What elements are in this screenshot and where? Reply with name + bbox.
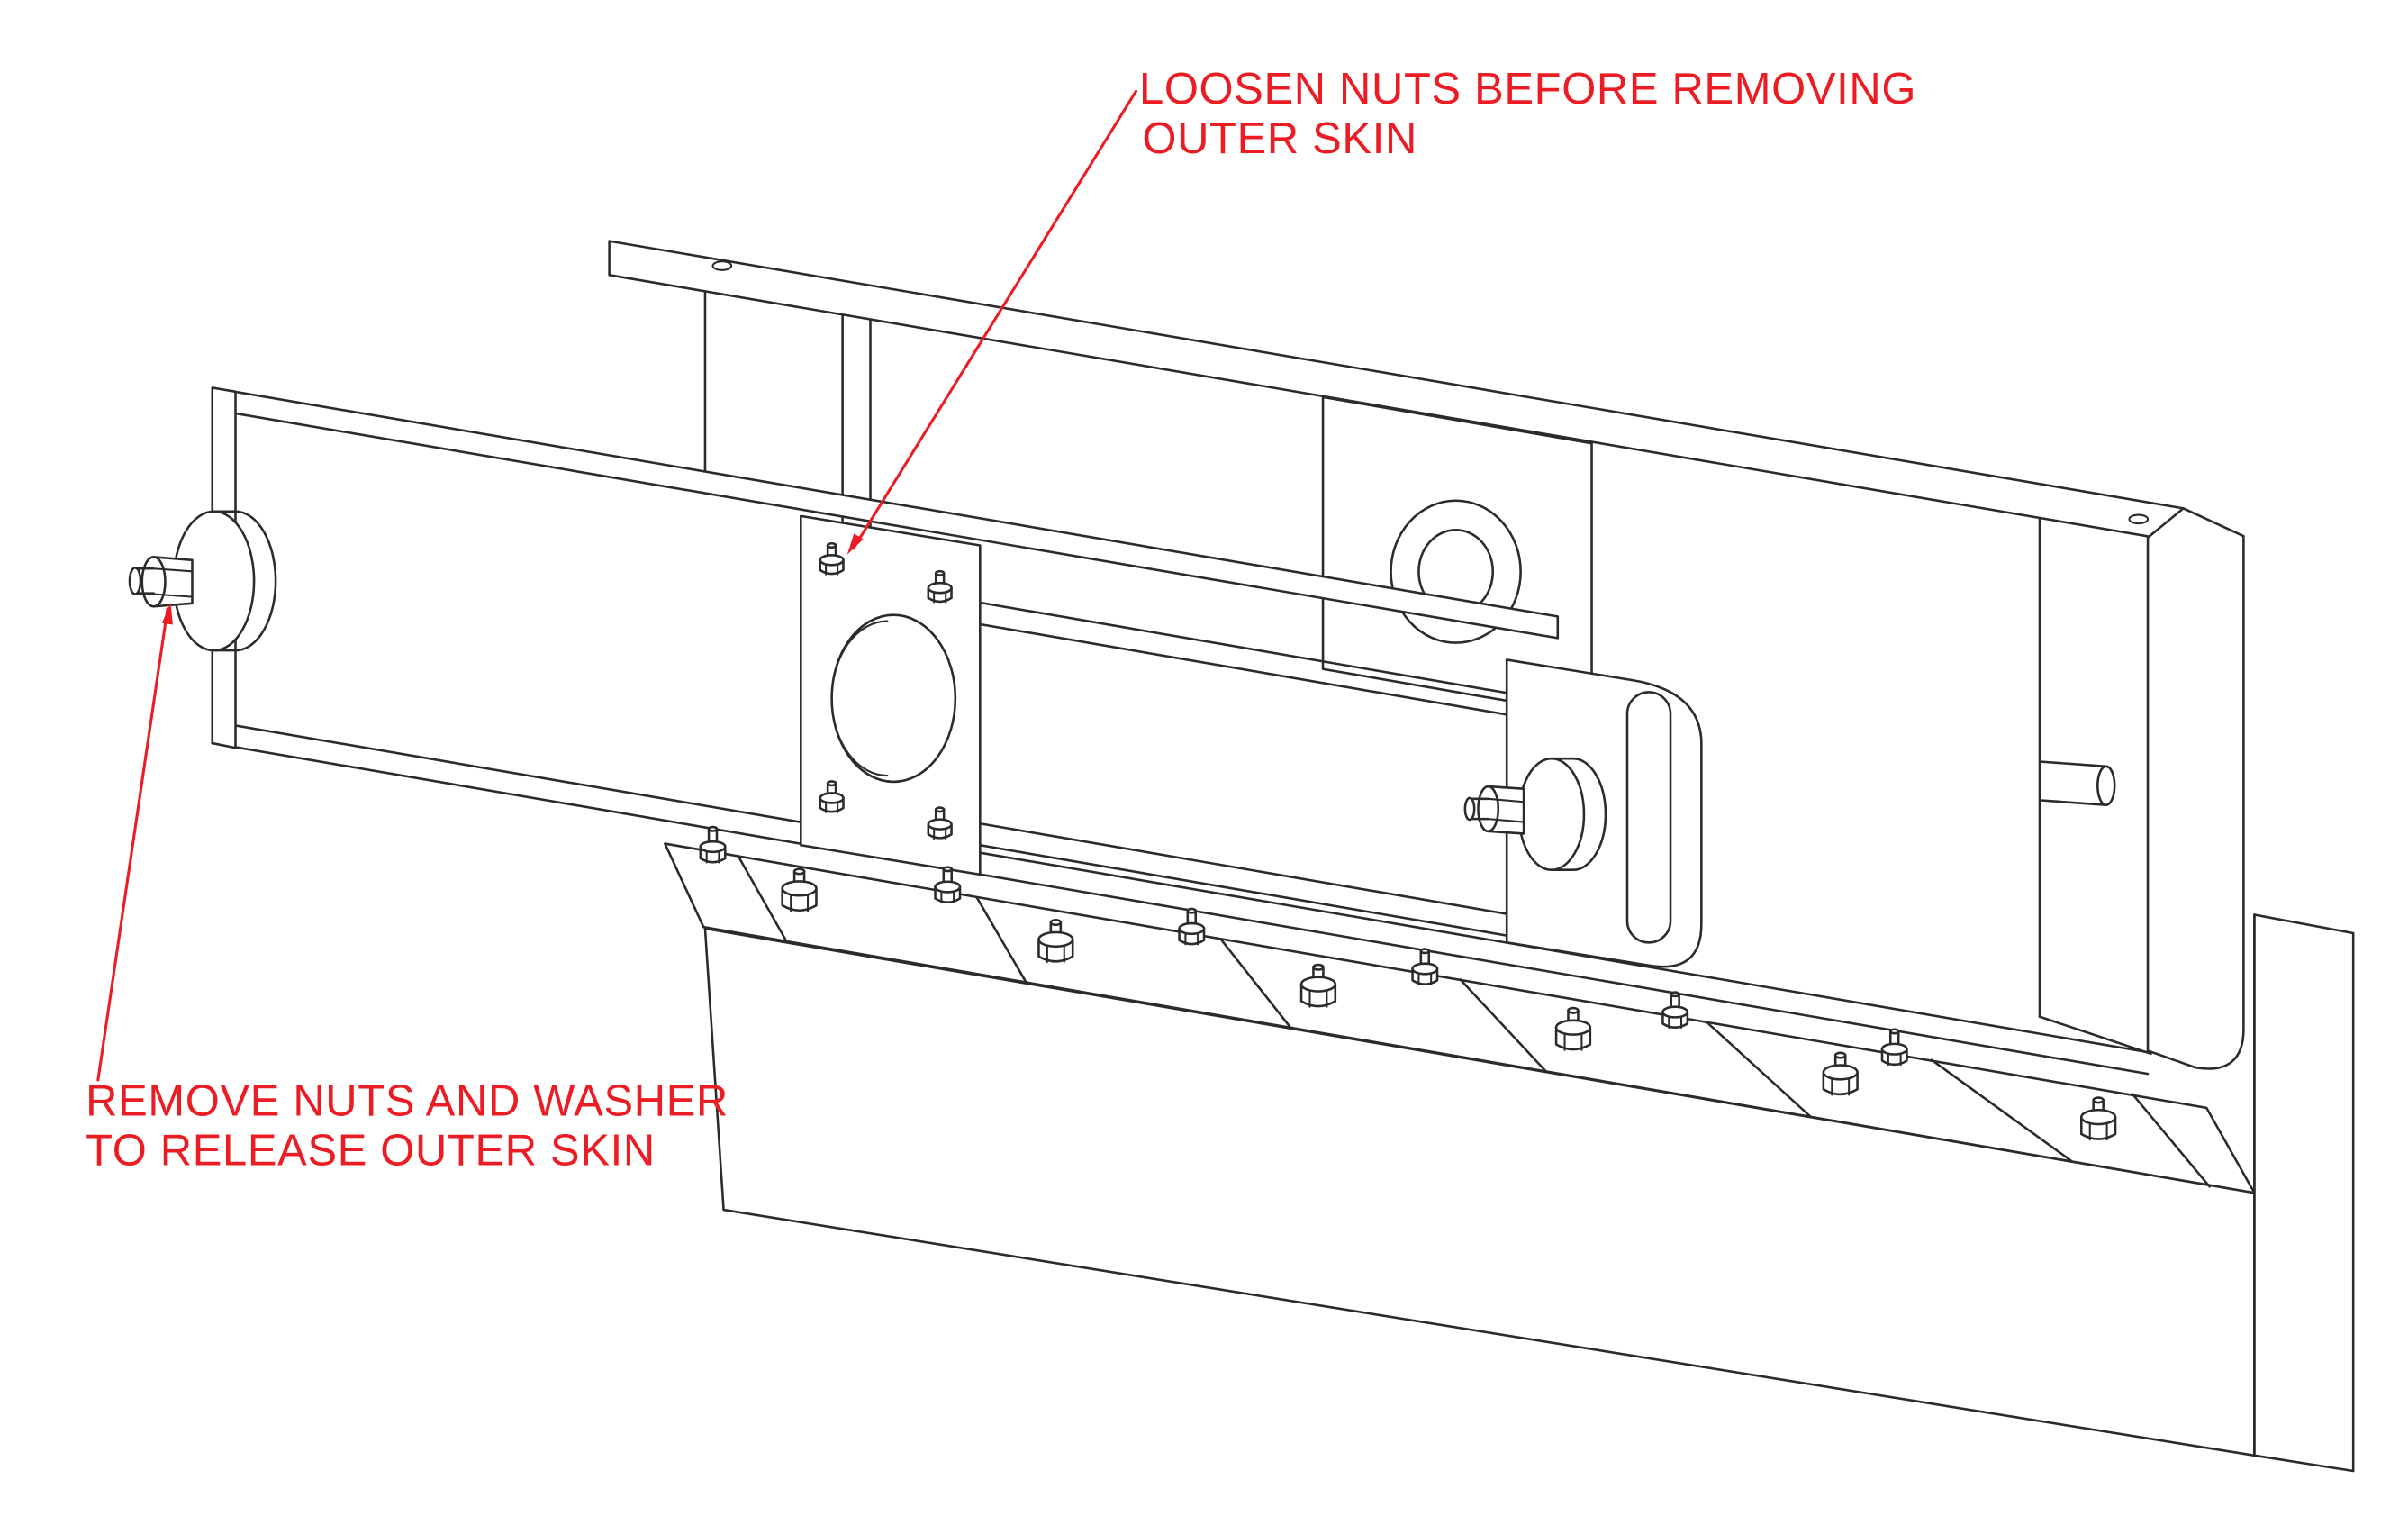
access-hole-depth-edge — [830, 620, 889, 777]
stud-end — [128, 567, 142, 595]
right-end-cap — [2146, 507, 2245, 1070]
stud-nut — [1411, 948, 1439, 986]
hex-nut-face — [1477, 785, 1500, 833]
stud-nut — [934, 866, 962, 904]
center-access-plate — [800, 514, 982, 876]
stud-nut — [699, 825, 727, 864]
leader-line — [852, 89, 1138, 550]
callout-remove-nuts: REMOVE NUTS AND WASHER TO RELEASE OUTER … — [86, 602, 729, 1175]
callout-loosen-nuts-line1: LOOSEN NUTS BEFORE REMOVING — [1139, 65, 1916, 113]
slotted-mounting-bracket — [1463, 658, 1703, 968]
washer-face — [1517, 757, 1586, 871]
right-end-channel — [2038, 507, 2245, 1070]
callout-loosen-nuts: LOOSEN NUTS BEFORE REMOVING OUTER SKIN — [846, 65, 1916, 555]
pin-end — [2096, 765, 2116, 806]
outer-skin-right-face — [2253, 913, 2355, 1473]
stud-nut — [1178, 907, 1206, 946]
stud-nut — [1661, 991, 1689, 1030]
stud-end — [1463, 796, 1476, 822]
gusset — [975, 896, 1028, 985]
bracket-arm — [978, 601, 1513, 938]
frame-bottom-chord — [211, 720, 2150, 1076]
left-washer-nut-assembly — [128, 510, 277, 652]
washer-back-edge — [234, 510, 277, 652]
fastener-strip-band — [664, 842, 2256, 1194]
access-plate-face — [800, 514, 982, 876]
gusset — [1706, 1021, 1813, 1119]
gusset — [1219, 938, 1292, 1029]
rear-vertical-channel — [703, 290, 872, 529]
callout-loosen-nuts-line2: OUTER SKIN — [1142, 114, 1417, 163]
retaining-pin — [2040, 760, 2116, 806]
stud-nut — [1880, 1028, 1908, 1067]
arrowhead — [846, 533, 864, 555]
arrowhead — [161, 602, 173, 625]
washer-back-edge — [1571, 757, 1607, 871]
gusset — [2131, 1093, 2211, 1188]
gusset — [1930, 1058, 2072, 1162]
callout-remove-nuts-line1: REMOVE NUTS AND WASHER — [86, 1076, 729, 1125]
bracket-face — [1505, 658, 1703, 968]
leader-line — [96, 607, 169, 1082]
callout-remove-nuts-line2: TO RELEASE OUTER SKIN — [86, 1126, 656, 1175]
hex-nut-face — [140, 556, 167, 608]
bracket-washer-nut-assembly — [1463, 757, 1607, 871]
rail-hole-left — [711, 260, 733, 271]
bracket-slot — [1625, 691, 1672, 944]
gusset — [738, 856, 787, 941]
fastener-strip — [664, 842, 2256, 1194]
rail-hole-right — [2128, 513, 2150, 525]
gusset — [1459, 978, 1547, 1072]
